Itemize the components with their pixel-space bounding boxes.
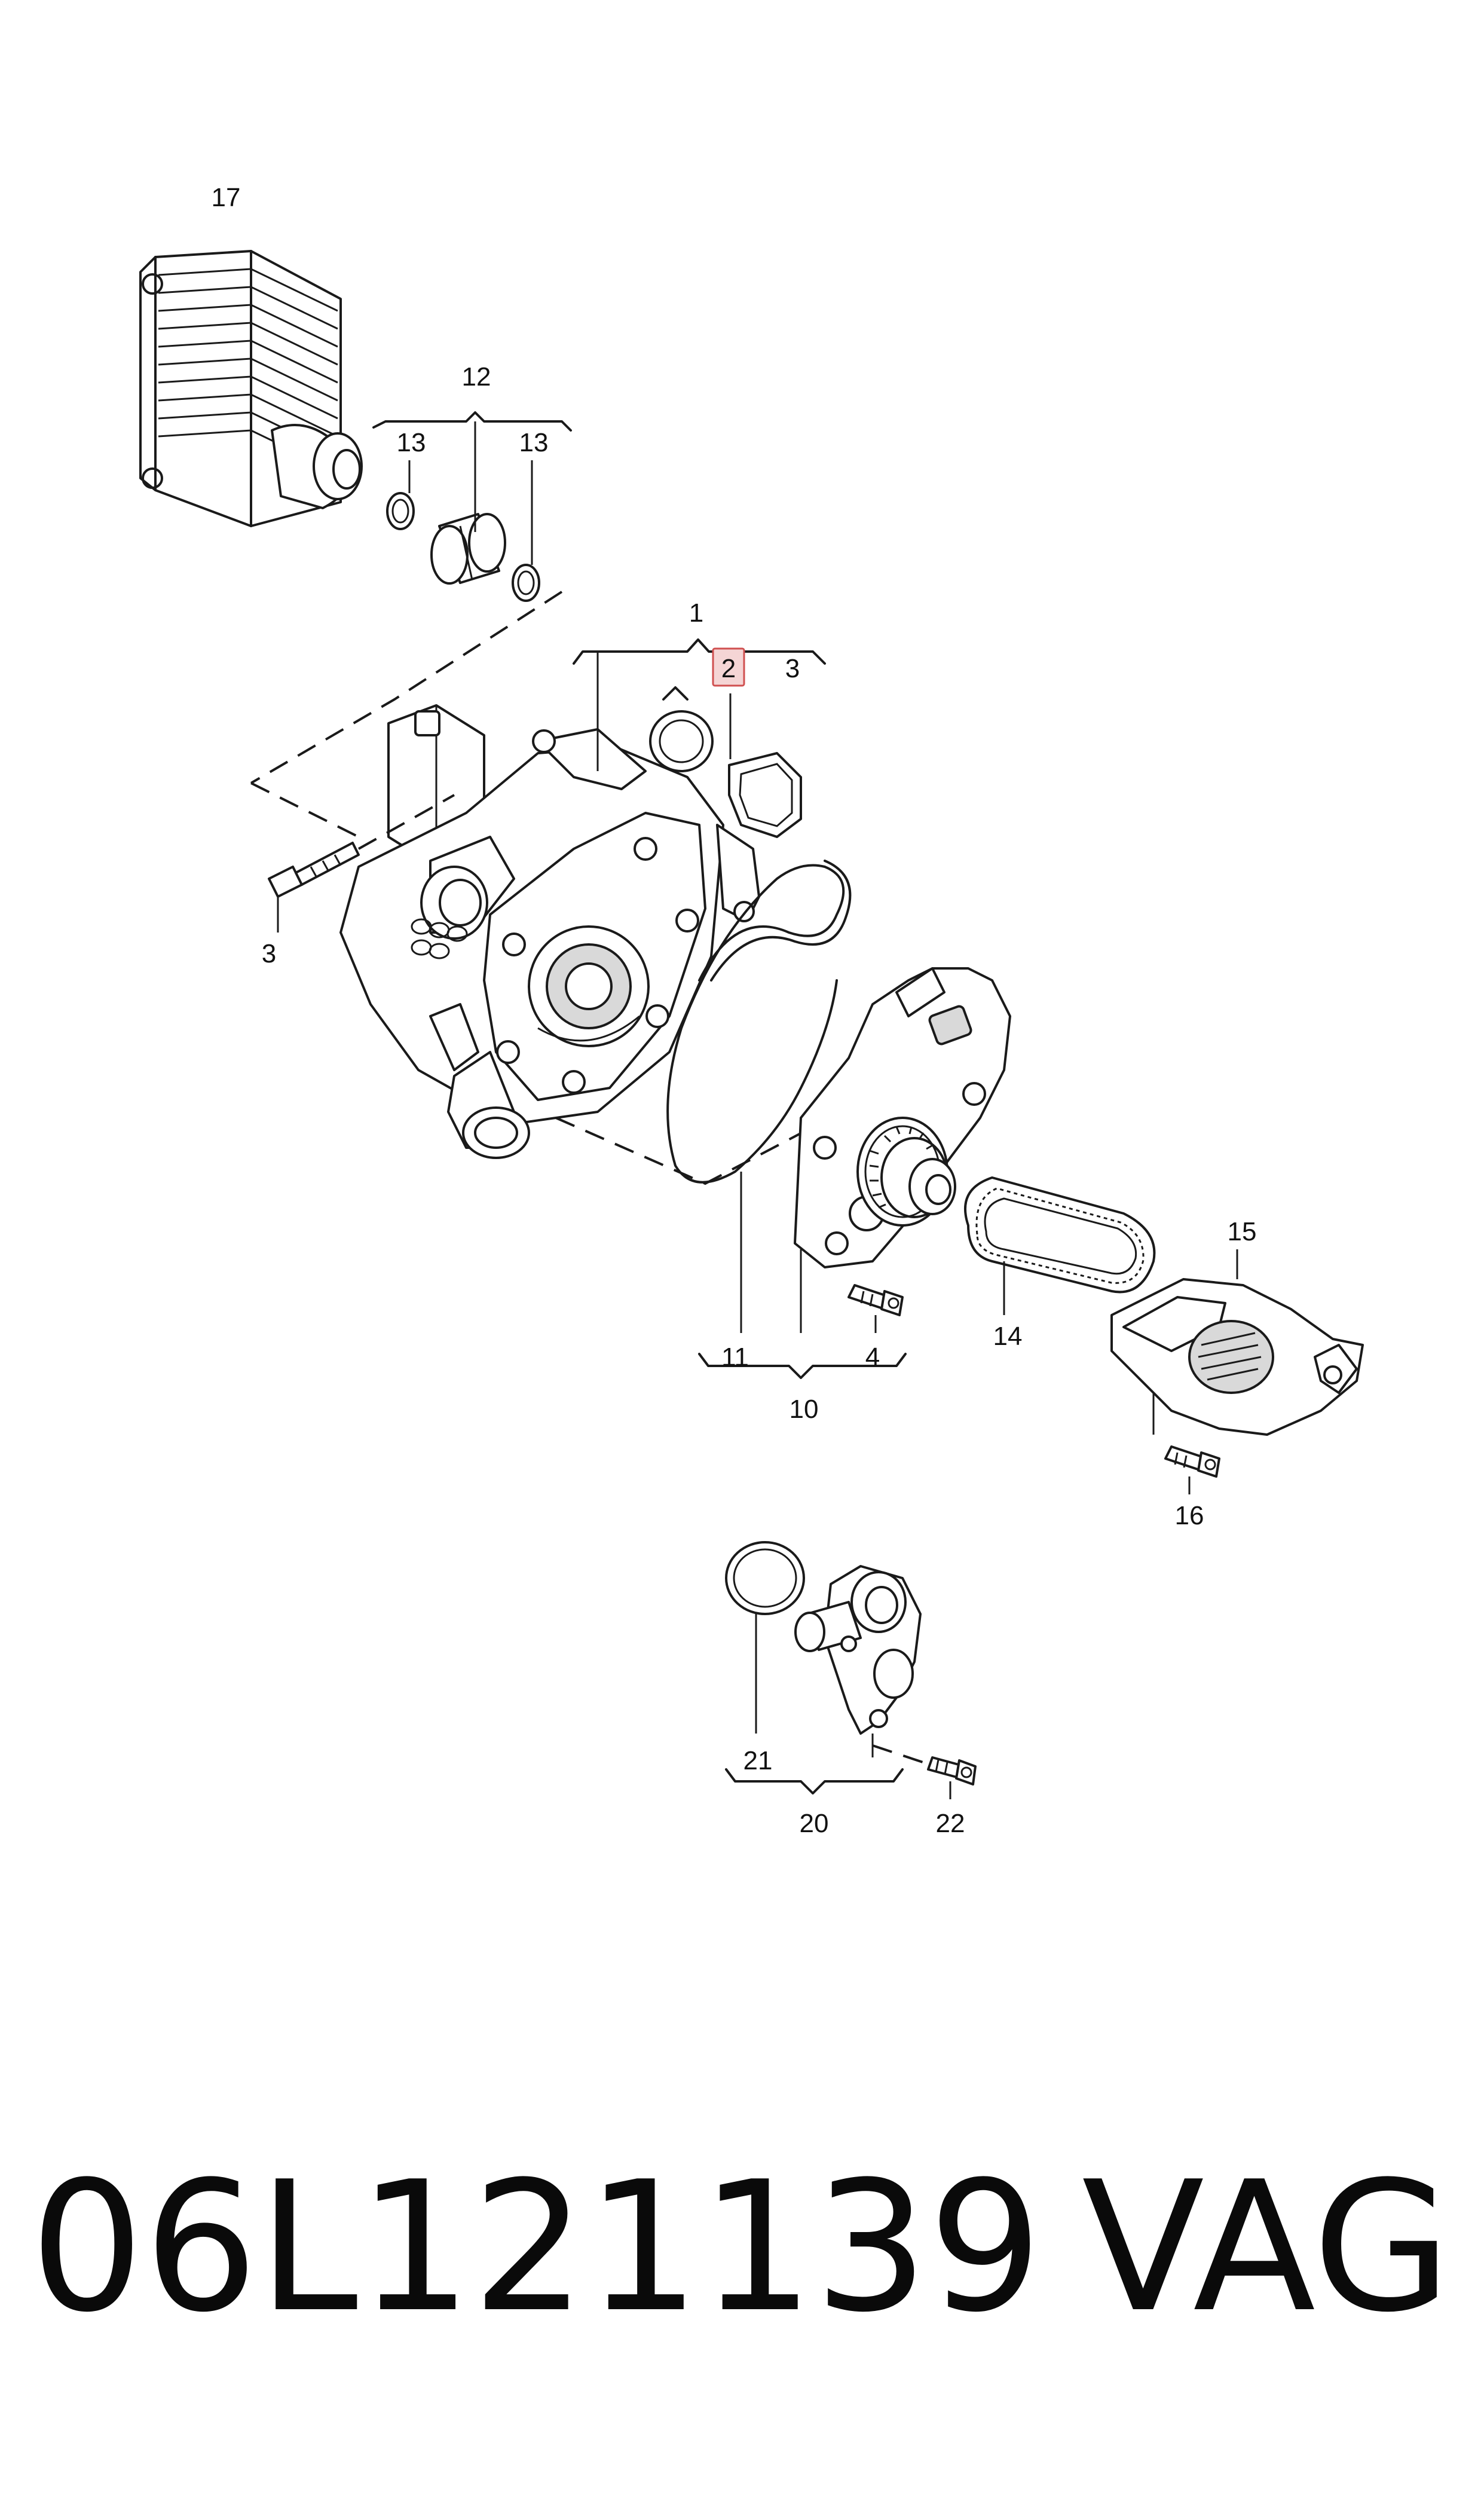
belt-cover-part-15[interactable] [1110, 1249, 1364, 1436]
large-o-ring-part-11[interactable] [666, 860, 852, 1333]
bolt-part-3[interactable] [268, 842, 360, 933]
callout-22[interactable]: 22 [936, 1809, 965, 1838]
o-ring-part-13-right[interactable] [512, 564, 540, 602]
bracket-group-12 [372, 411, 572, 565]
bolt-part-22[interactable] [927, 1756, 977, 1799]
callout-17[interactable]: 17 [212, 183, 241, 212]
oil-cooler-part-17[interactable] [139, 250, 363, 527]
callout-3-left[interactable]: 3 [262, 939, 276, 968]
callout-20[interactable]: 20 [800, 1809, 829, 1838]
gasket-part-3[interactable] [728, 752, 802, 838]
callout-labels: 17 12 13 13 1 2 3 3 11 4 10 14 15 16 21 … [212, 183, 1257, 1838]
callout-2-highlight [712, 647, 745, 687]
bracket-group-1 [573, 638, 826, 771]
callout-13-right[interactable]: 13 [519, 428, 549, 457]
o-ring-part-21[interactable] [725, 1541, 805, 1734]
callout-10[interactable]: 10 [790, 1395, 819, 1424]
coolant-pump-housing-part-1[interactable] [339, 704, 760, 1159]
part-number: 06L121139 [30, 2143, 1043, 2352]
bolt-part-16[interactable] [1152, 1393, 1220, 1494]
toothed-belt-part-14[interactable] [964, 1176, 1156, 1315]
coolant-flange-part-20[interactable] [794, 1565, 922, 1757]
callout-12[interactable]: 12 [462, 362, 491, 392]
seal-ring-part-2[interactable] [649, 686, 714, 772]
bracket-group-20 [725, 1768, 904, 1794]
callout-14[interactable]: 14 [993, 1322, 1023, 1351]
o-ring-part-13-left[interactable] [386, 492, 415, 530]
callout-1[interactable]: 1 [689, 598, 703, 628]
callout-2[interactable]: 2 [721, 654, 736, 683]
callout-13-left[interactable]: 13 [397, 428, 426, 457]
part-caption: 06L121139 VAG [30, 2128, 1452, 2367]
callout-3-top[interactable]: 3 [785, 654, 800, 683]
connector-sleeve-part-12[interactable] [430, 513, 506, 585]
callout-16[interactable]: 16 [1175, 1501, 1204, 1530]
brand-name: VAG [1082, 2143, 1452, 2352]
bolt-part-4[interactable] [847, 1284, 904, 1333]
water-pump-part-10[interactable] [794, 967, 1011, 1333]
callout-4[interactable]: 4 [865, 1343, 880, 1372]
callout-21[interactable]: 21 [743, 1746, 773, 1775]
callout-15[interactable]: 15 [1228, 1217, 1257, 1246]
bracket-group-10 [698, 1353, 907, 1379]
callout-11[interactable]: 11 [721, 1343, 749, 1372]
